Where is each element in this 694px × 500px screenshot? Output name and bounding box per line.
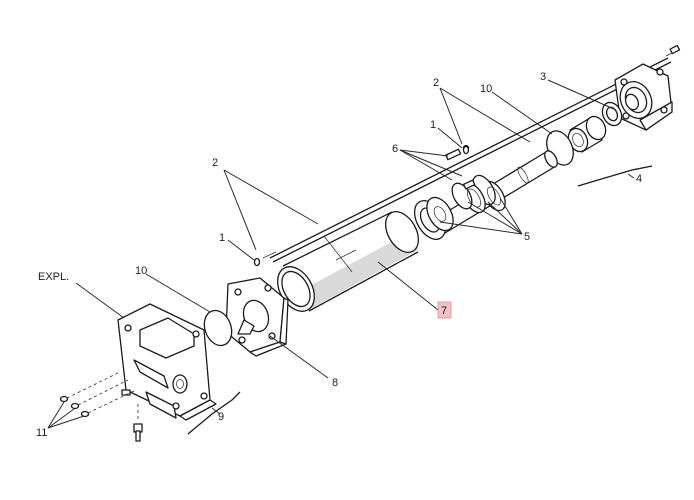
label-10-top: 10 xyxy=(480,83,492,95)
label-1-left: 1 xyxy=(219,232,225,244)
callout-labels: EXPL. 10 2 1 7 8 9 11 2 1 10 3 4 6 5 xyxy=(36,71,642,439)
o-ring-left xyxy=(203,309,233,347)
label-2-top: 2 xyxy=(433,77,439,89)
bracket-4 xyxy=(577,165,653,187)
bracket-9 xyxy=(187,391,241,435)
rear-head xyxy=(614,63,673,131)
label-5: 5 xyxy=(524,231,530,243)
o-ring-small-left xyxy=(253,257,261,267)
piston-seals xyxy=(451,174,506,214)
label-10-left: 10 xyxy=(135,265,147,277)
label-4: 4 xyxy=(636,173,642,185)
label-9: 9 xyxy=(218,411,224,423)
label-11: 11 xyxy=(36,427,47,439)
label-7-highlight xyxy=(437,301,452,319)
cylinder-barrel xyxy=(277,211,420,312)
flange-plate xyxy=(225,277,289,357)
piston xyxy=(413,196,454,240)
label-2-left: 2 xyxy=(212,157,218,169)
front-head xyxy=(117,303,217,421)
tie-rod xyxy=(262,44,681,263)
label-6: 6 xyxy=(392,143,398,155)
leader-lines xyxy=(47,79,635,429)
label-3: 3 xyxy=(540,71,546,83)
rear-bushing xyxy=(567,101,623,153)
label-expl: EXPL. xyxy=(38,271,69,283)
o-ring-small-top xyxy=(462,145,470,155)
bolt xyxy=(133,423,143,442)
label-7: 7 xyxy=(441,305,447,317)
label-8: 8 xyxy=(332,377,338,389)
o-rings-11 xyxy=(59,371,139,422)
label-1-top: 1 xyxy=(430,119,436,131)
